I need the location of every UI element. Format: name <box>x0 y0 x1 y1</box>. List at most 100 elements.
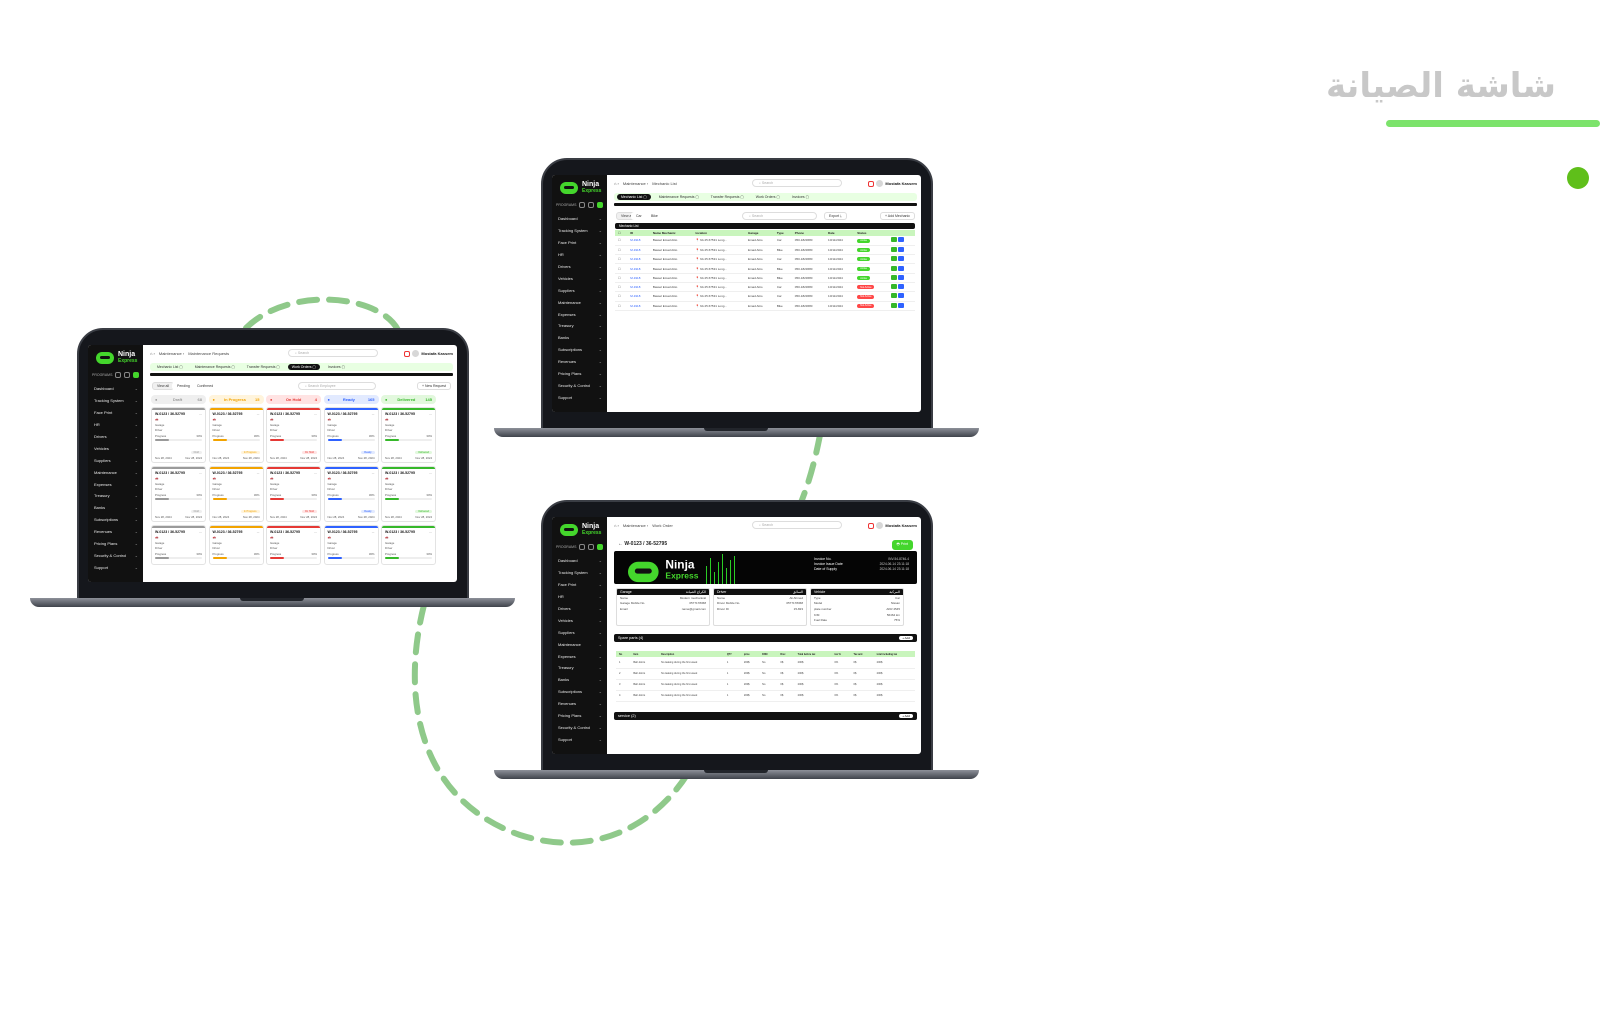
add-mechanic-button[interactable]: + Add Mechanic <box>879 212 915 220</box>
sidebar-item-treasury[interactable]: Treasury <box>94 490 138 502</box>
approve-icon[interactable] <box>890 246 897 252</box>
approve-icon[interactable] <box>890 293 897 299</box>
edit-icon[interactable] <box>897 274 904 280</box>
sidebar-item-expenses[interactable]: Expenses <box>94 478 138 490</box>
breadcrumb-item[interactable]: Maintenance Requests <box>188 351 230 356</box>
sidebar-item-maintenance[interactable]: Maintenance <box>94 466 138 478</box>
mechanic-id[interactable]: M-1918 <box>627 236 650 246</box>
breadcrumb-item[interactable]: Work Order <box>652 523 673 528</box>
filter-view-all[interactable]: View all <box>152 382 174 390</box>
settings-icon[interactable] <box>579 202 586 208</box>
more-icon[interactable]: ⋯ <box>371 411 375 416</box>
mechanic-id[interactable]: M-1918 <box>627 254 650 265</box>
mechanic-id[interactable]: M-1918 <box>627 245 650 256</box>
sidebar-item-face-print[interactable]: Face Print <box>94 407 138 419</box>
tab-maintenance-requests[interactable]: Maintenance Requests ▢ <box>194 365 235 369</box>
edit-icon[interactable] <box>897 293 904 299</box>
sidebar-item-hr[interactable]: HR <box>558 249 602 261</box>
more-icon[interactable]: ⋯ <box>256 470 260 475</box>
print-button[interactable]: 🖶 Print <box>891 540 913 550</box>
avatar[interactable] <box>876 180 884 187</box>
user-menu[interactable]: Mostafa Kassem <box>868 180 917 187</box>
sidebar-item-pricing-plans[interactable]: Pricing Plans <box>558 710 602 722</box>
row-checkbox[interactable]: ☐ <box>615 263 628 274</box>
employee-search[interactable]: ⌕ Search Employee <box>298 382 376 390</box>
settings-icon[interactable] <box>579 544 586 550</box>
more-icon[interactable]: ⋯ <box>314 529 317 534</box>
sidebar-item-vehicles[interactable]: Vehicles <box>558 272 602 284</box>
tab-transfer-requests[interactable]: Transfer Requests ▢ <box>710 195 744 199</box>
mechanic-id[interactable]: M-1918 <box>627 291 650 302</box>
tab-transfer-requests[interactable]: Transfer Requests ▢ <box>246 365 280 369</box>
edit-icon[interactable] <box>897 246 904 252</box>
sidebar-item-security-control[interactable]: Security & Control <box>558 721 602 733</box>
sidebar-item-maintenance[interactable]: Maintenance <box>558 638 602 650</box>
sidebar-item-banks[interactable]: Banks <box>558 674 602 686</box>
sidebar-item-dashboard[interactable]: Dashboard <box>94 383 138 395</box>
sidebar-item-dashboard[interactable]: Dashboard <box>558 213 602 225</box>
new-request-button[interactable]: + New Request <box>416 382 451 390</box>
sidebar-item-revenues[interactable]: Revenues <box>558 356 602 368</box>
breadcrumb-item[interactable]: Maintenance › <box>622 523 649 528</box>
sidebar-item-subscriptions[interactable]: Subscriptions <box>94 514 138 526</box>
sidebar-item-hr[interactable]: HR <box>94 419 138 431</box>
sidebar-item-support[interactable]: Support <box>558 733 602 745</box>
sidebar-item-dashboard[interactable]: Dashboard <box>558 555 602 567</box>
sidebar-item-maintenance[interactable]: Maintenance <box>558 296 602 308</box>
row-checkbox[interactable]: ☐ <box>615 254 628 265</box>
sidebar-item-banks[interactable]: Banks <box>94 502 138 514</box>
tab-maintenance-requests[interactable]: Maintenance Requests ▢ <box>658 195 699 199</box>
row-checkbox[interactable]: ☐ <box>615 282 628 293</box>
more-icon[interactable]: ⋯ <box>314 411 317 416</box>
tab-mechanic-list[interactable]: Mechanic List ▢ <box>157 365 183 369</box>
more-icon[interactable]: ⋯ <box>199 529 202 534</box>
mechanic-id[interactable]: M-1918 <box>627 301 650 311</box>
approve-icon[interactable] <box>890 302 897 308</box>
more-icon[interactable]: ⋯ <box>199 411 202 416</box>
avatar[interactable] <box>876 522 884 529</box>
home-icon[interactable]: ⌂ › <box>150 351 155 356</box>
tab-mechanic-list[interactable]: Mechanic List ▢ <box>617 194 651 200</box>
row-checkbox[interactable]: ☐ <box>615 291 628 302</box>
mechanic-id[interactable]: M-1918 <box>627 263 650 274</box>
sidebar-item-treasury[interactable]: Treasury <box>558 662 602 674</box>
more-icon[interactable]: ⋯ <box>256 411 260 416</box>
row-checkbox[interactable]: ☐ <box>615 245 628 256</box>
sidebar-item-support[interactable]: Support <box>94 561 138 573</box>
more-icon[interactable]: ⋯ <box>429 529 432 534</box>
breadcrumb-item[interactable]: Mechanic List <box>652 181 677 186</box>
sidebar-item-expenses[interactable]: Expenses <box>558 650 602 662</box>
sidebar-item-vehicles[interactable]: Vehicles <box>558 614 602 626</box>
filter-pending[interactable]: Pending <box>172 382 195 390</box>
more-icon[interactable]: ⋯ <box>371 529 375 534</box>
sidebar-item-tracking-system[interactable]: Tracking System <box>94 395 138 407</box>
home-icon[interactable]: ⌂ › <box>614 523 619 528</box>
sidebar-item-drivers[interactable]: Drivers <box>94 431 138 443</box>
approve-icon[interactable] <box>890 265 897 271</box>
mechanic-search[interactable]: ⌕ Search <box>742 212 817 220</box>
sidebar-item-subscriptions[interactable]: Subscriptions <box>558 344 602 356</box>
more-icon[interactable]: ⋯ <box>429 411 432 416</box>
notification-icon[interactable] <box>404 350 411 357</box>
sidebar-item-support[interactable]: Support <box>558 391 602 403</box>
tab-work-orders[interactable]: Work Orders ▢ <box>287 364 320 370</box>
sidebar-item-security-control[interactable]: Security & Control <box>94 549 138 561</box>
select-all-checkbox[interactable]: ☐ <box>615 230 628 236</box>
sidebar-item-treasury[interactable]: Treasury <box>558 320 602 332</box>
more-icon[interactable]: ⋯ <box>314 470 317 475</box>
add-spare-part-button[interactable]: + Add <box>899 636 913 640</box>
home-icon[interactable] <box>597 202 604 208</box>
edit-icon[interactable] <box>897 302 904 308</box>
